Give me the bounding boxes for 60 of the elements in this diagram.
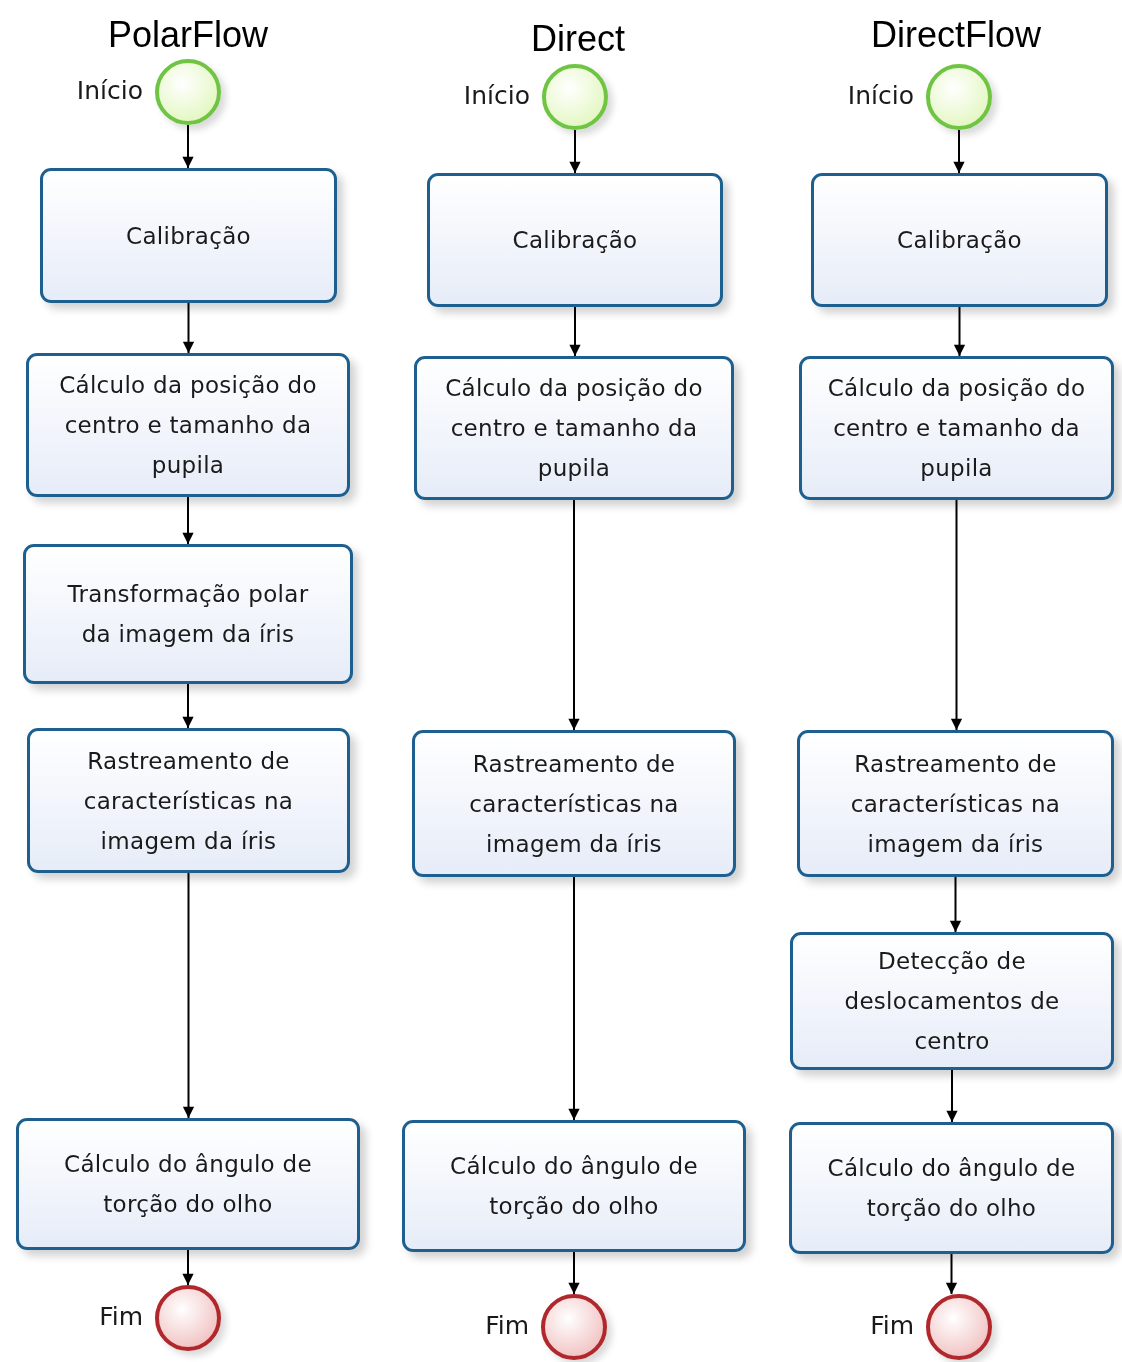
process-box	[789, 1122, 1114, 1254]
process-label: Calibração	[126, 221, 251, 251]
process-label: Cálculo da posição do centro e tamanho da pupila	[444, 374, 704, 483]
event-label: Fim	[870, 1311, 914, 1340]
end-event-circle	[541, 1294, 607, 1360]
event-label: Fim	[99, 1302, 143, 1331]
arrow	[182, 302, 195, 354]
column-title: Direct	[531, 18, 625, 60]
process-label: Calibração	[512, 226, 638, 255]
process-label: Cálculo da posição do centro e tamanho da pupila	[826, 374, 1087, 483]
process-label: Calibração	[897, 226, 1022, 255]
arrow	[949, 876, 962, 933]
arrow	[182, 496, 194, 545]
process-box	[811, 173, 1108, 307]
event-label: Início	[847, 81, 914, 110]
process-label: Cálculo do ângulo de torção do olho	[449, 1152, 699, 1221]
process-label: Detecção de deslocamentos de centro	[843, 947, 1061, 1056]
process-label: Transformação polar da imagem da íris	[66, 580, 310, 649]
process-label: Rastreamento de características na imagem da íris	[849, 749, 1062, 859]
arrow	[950, 499, 963, 731]
process-box	[27, 728, 350, 873]
process-box	[26, 353, 350, 497]
process-label: Rastreamento de características na imagem da íris	[82, 746, 295, 856]
process-box	[402, 1120, 746, 1252]
start-event-circle	[155, 59, 221, 125]
end-event-circle	[926, 1294, 992, 1360]
arrow	[182, 683, 194, 729]
arrow	[569, 306, 581, 357]
event-label: Início	[463, 81, 530, 110]
arrow	[182, 124, 194, 169]
process-label: Cálculo da posição do centro e tamanho da pupila	[58, 371, 318, 480]
arrow	[182, 872, 195, 1119]
process-box	[40, 168, 337, 303]
process-box	[412, 730, 736, 877]
process-box	[23, 544, 353, 684]
arrow	[953, 129, 965, 174]
process-box	[797, 730, 1114, 877]
event-label: Início	[76, 76, 143, 105]
arrow	[568, 499, 580, 731]
process-box	[790, 932, 1114, 1070]
process-box	[16, 1118, 360, 1250]
column-title: DirectFlow	[871, 14, 1041, 56]
process-box	[427, 173, 723, 307]
event-label: Fim	[485, 1311, 529, 1340]
arrow	[182, 1249, 194, 1286]
arrow	[569, 129, 581, 174]
process-label: Cálculo do ângulo de torção do olho	[63, 1150, 313, 1219]
arrow	[953, 306, 966, 357]
arrow	[946, 1069, 958, 1123]
arrow	[568, 1251, 580, 1295]
process-box	[799, 356, 1114, 500]
arrow	[568, 876, 580, 1121]
column-title: PolarFlow	[107, 14, 269, 56]
arrow	[945, 1253, 958, 1295]
start-event-circle	[926, 64, 992, 130]
process-label: Cálculo do ângulo de torção do olho	[826, 1154, 1077, 1223]
process-label: Rastreamento de características na imagem da íris	[468, 749, 680, 859]
start-event-circle	[542, 64, 608, 130]
process-box	[414, 356, 734, 500]
end-event-circle	[155, 1285, 221, 1351]
